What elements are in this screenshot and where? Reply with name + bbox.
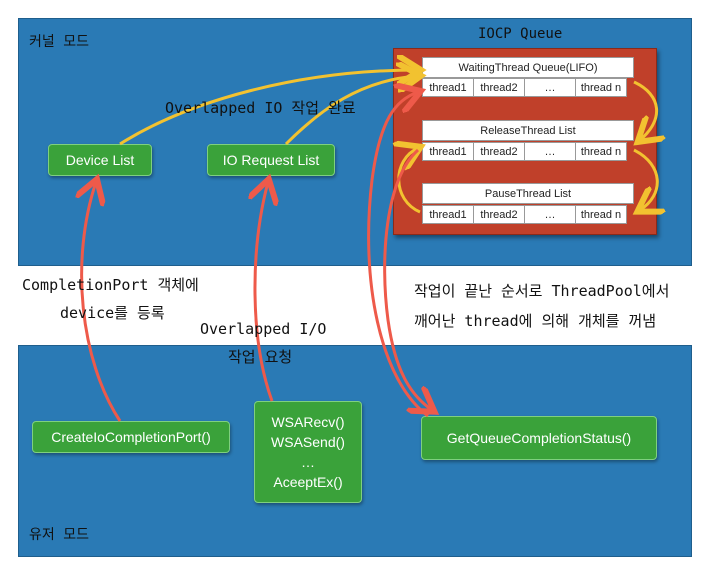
register-device-note-line2: device를 등록 xyxy=(60,304,165,322)
ellipsis-label: … xyxy=(301,454,315,470)
release-thread-list-header: ReleaseThread List xyxy=(422,120,634,141)
release-thread-cell: thread2 xyxy=(473,142,525,161)
overlapped-request-note-line1: Overlapped I/O xyxy=(200,320,327,338)
iocp-queue: WaitingThread Queue(LIFO) thread1 thread… xyxy=(393,48,657,235)
overlapped-io-complete-note: Overlapped IO 작업 완료 xyxy=(165,99,356,117)
release-thread-cell: thread1 xyxy=(422,142,474,161)
wsa-recv-label: WSARecv() xyxy=(271,414,345,430)
pause-thread-list-header: PauseThread List xyxy=(422,183,634,204)
wsa-functions-box: WSARecv() WSASend() … AceeptEx() xyxy=(254,401,362,503)
waiting-thread-row: thread1 thread2 … thread n xyxy=(422,78,634,98)
get-queue-completion-status-box: GetQueueCompletionStatus() xyxy=(421,416,657,460)
pause-thread-cell: thread2 xyxy=(473,205,525,224)
iocp-queue-title: IOCP Queue xyxy=(478,26,563,42)
pause-thread-cell: … xyxy=(524,205,576,224)
overlapped-request-note-line2: 작업 요청 xyxy=(228,348,293,366)
waiting-thread-cell: thread n xyxy=(575,78,627,97)
pause-thread-cell: thread1 xyxy=(422,205,474,224)
release-thread-row: thread1 thread2 … thread n xyxy=(422,142,634,162)
release-thread-cell: thread n xyxy=(575,142,627,161)
device-list-box: Device List xyxy=(48,144,152,176)
io-request-list-box: IO Request List xyxy=(207,144,335,176)
threadpool-wake-note-line2: 깨어난 thread에 의해 개체를 꺼냄 xyxy=(414,312,657,330)
user-mode-label: 유저 모드 xyxy=(29,527,89,543)
waiting-thread-cell: thread2 xyxy=(473,78,525,97)
pause-thread-cell: thread n xyxy=(575,205,627,224)
wsa-send-label: WSASend() xyxy=(271,434,345,450)
waiting-thread-queue-header: WaitingThread Queue(LIFO) xyxy=(422,57,634,78)
register-device-note-line1: CompletionPort 객체에 xyxy=(22,276,199,294)
accept-ex-label: AceeptEx() xyxy=(273,474,343,490)
kernel-mode-label: 커널 모드 xyxy=(29,34,89,50)
threadpool-wake-note-line1: 작업이 끝난 순서로 ThreadPool에서 xyxy=(414,282,670,300)
create-io-completion-port-box: CreateIoCompletionPort() xyxy=(32,421,230,453)
waiting-thread-cell: … xyxy=(524,78,576,97)
release-thread-cell: … xyxy=(524,142,576,161)
waiting-thread-cell: thread1 xyxy=(422,78,474,97)
pause-thread-row: thread1 thread2 … thread n xyxy=(422,205,634,225)
